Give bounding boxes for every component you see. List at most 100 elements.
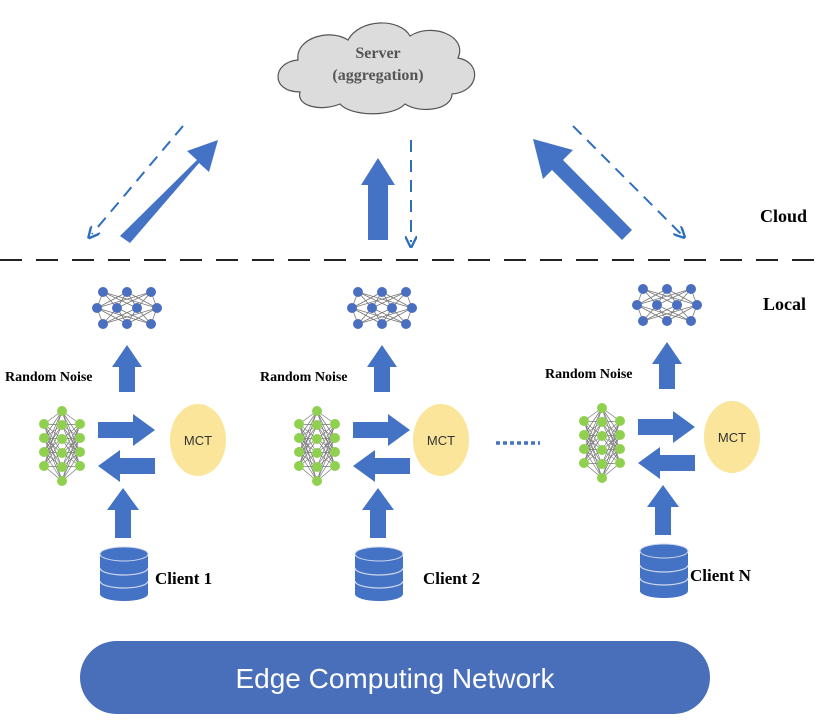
network-node [597, 403, 607, 413]
network-node [92, 303, 102, 313]
network-node [347, 303, 357, 313]
network-node [662, 316, 672, 326]
client-label: Client N [690, 566, 752, 585]
noise-up-arrow [652, 342, 682, 389]
network-node [294, 461, 304, 471]
network-node [330, 461, 340, 471]
network-node [401, 287, 411, 297]
network-node [353, 287, 363, 297]
global-model-network-icon [92, 287, 162, 329]
network-node [579, 444, 589, 454]
from-mct-arrow [353, 450, 410, 482]
download-arrow-client-n [572, 125, 681, 234]
global-model-network-icon [632, 284, 702, 326]
to-mct-arrow [353, 414, 410, 446]
data-up-arrow [362, 488, 394, 538]
network-node [597, 431, 607, 441]
random-noise-label: Random Noise [5, 370, 93, 385]
network-node [330, 447, 340, 457]
network-node [579, 416, 589, 426]
network-node [39, 419, 49, 429]
network-node [672, 300, 682, 310]
server-sublabel: (aggregation) [332, 67, 423, 84]
global-model-network-icon [347, 287, 417, 329]
network-node [367, 303, 377, 313]
network-node [57, 420, 67, 430]
client-label: Client 2 [423, 569, 480, 588]
client-group-1: Random Noise MCT Client 1 [5, 287, 226, 601]
network-node [294, 433, 304, 443]
network-node [401, 319, 411, 329]
server-label: Server [355, 45, 400, 62]
network-node [57, 462, 67, 472]
mct-label: MCT [184, 433, 212, 448]
network-node [312, 434, 322, 444]
client-group-n: Random Noise MCT Client N [545, 284, 760, 598]
network-node [312, 406, 322, 416]
network-node [39, 461, 49, 471]
mct-module [170, 404, 226, 476]
noise-up-arrow [367, 345, 397, 392]
from-mct-arrow [638, 447, 695, 479]
network-node [75, 447, 85, 457]
network-node [652, 300, 662, 310]
network-node [57, 406, 67, 416]
network-node [112, 303, 122, 313]
client-label: Client 1 [155, 569, 212, 588]
network-node [377, 287, 387, 297]
client-group-2: Random Noise MCT Client 2 [260, 287, 480, 601]
network-node [686, 284, 696, 294]
network-node [57, 448, 67, 458]
from-mct-arrow [98, 450, 155, 482]
network-node [597, 445, 607, 455]
cloud-layer-label: Cloud [760, 206, 807, 226]
data-up-arrow [647, 485, 679, 535]
network-node [579, 430, 589, 440]
mct-label: MCT [427, 433, 455, 448]
network-node [152, 303, 162, 313]
network-node [312, 476, 322, 486]
network-node [57, 476, 67, 486]
network-node [312, 420, 322, 430]
network-node [692, 300, 702, 310]
network-node [662, 284, 672, 294]
upload-arrow-client-1 [120, 140, 218, 243]
network-node [146, 287, 156, 297]
network-node [312, 448, 322, 458]
network-node [57, 434, 67, 444]
random-noise-label: Random Noise [260, 370, 348, 385]
data-up-arrow [107, 488, 139, 538]
network-node [407, 303, 417, 313]
network-node [75, 433, 85, 443]
network-node [122, 287, 132, 297]
network-node [75, 419, 85, 429]
noise-up-arrow [112, 345, 142, 392]
network-node [132, 303, 142, 313]
network-label: Edge Computing Network [235, 663, 555, 694]
network-node [98, 287, 108, 297]
network-node [294, 447, 304, 457]
to-mct-arrow [98, 414, 155, 446]
network-node [686, 316, 696, 326]
network-node [597, 473, 607, 483]
local-model-network-icon [39, 406, 85, 486]
cloud-shape [277, 22, 476, 115]
mct-label: MCT [718, 430, 746, 445]
network-node [39, 447, 49, 457]
network-node [294, 419, 304, 429]
network-node [387, 303, 397, 313]
network-node [353, 319, 363, 329]
network-node [146, 319, 156, 329]
network-node [98, 319, 108, 329]
edge-computing-network: Edge Computing Network [80, 641, 710, 714]
database-icon [354, 546, 404, 601]
upload-arrow-client-n [533, 139, 632, 240]
network-node [638, 284, 648, 294]
network-node [330, 419, 340, 429]
network-node [615, 458, 625, 468]
database-icon [639, 543, 689, 598]
local-model-network-icon [294, 406, 340, 486]
upload-arrow-client-2 [361, 158, 395, 240]
network-node [39, 433, 49, 443]
